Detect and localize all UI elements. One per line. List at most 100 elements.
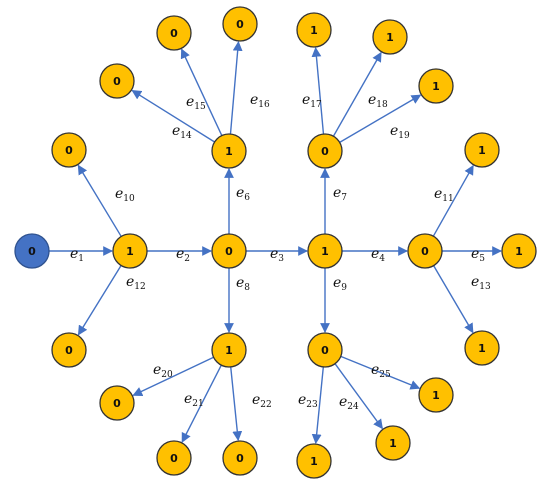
- node-circle: [372, 19, 408, 55]
- edge-label-e12: e12: [126, 274, 146, 292]
- node-value: 1: [432, 80, 440, 93]
- node-n8: 1: [211, 332, 247, 368]
- node-circle: [51, 332, 87, 368]
- edge-label-e19: e19: [390, 123, 410, 141]
- node-circle: [464, 330, 500, 366]
- edge-label-e17: e17: [302, 92, 322, 110]
- edge-label-e3: e3: [270, 246, 284, 264]
- node-value: 0: [113, 75, 121, 88]
- edge-label-e10: e10: [115, 186, 135, 204]
- edge-n1-n12: [77, 265, 122, 336]
- edge-label-e1: e1: [70, 246, 84, 264]
- edge-label-e25: e25: [371, 362, 391, 380]
- node-n2: 0: [211, 233, 247, 269]
- edge-n4-n13: [433, 265, 474, 334]
- edge-n1-n10: [77, 164, 122, 237]
- node-n12: 0: [51, 332, 87, 368]
- edge-label-e11: e11: [434, 186, 454, 204]
- edge-label-e20: e20: [153, 362, 173, 380]
- node-n15: 0: [156, 15, 192, 51]
- edge-n8-n20: [132, 356, 214, 396]
- node-n10: 0: [51, 132, 87, 168]
- node-circle: [99, 63, 135, 99]
- node-value: 1: [389, 437, 397, 450]
- edge-n7-n18: [332, 51, 382, 137]
- node-circle: [51, 132, 87, 168]
- node-n17: 1: [296, 12, 332, 48]
- edge-label-e9: e9: [333, 275, 347, 293]
- edge-label-e16: e16: [250, 92, 270, 110]
- edge-n9-n24: [334, 363, 383, 430]
- edge-n4-n11: [432, 164, 474, 237]
- node-n16: 0: [222, 6, 258, 42]
- node-n13: 1: [464, 330, 500, 366]
- node-circle: [211, 332, 247, 368]
- node-circle: [14, 233, 50, 269]
- node-value: 0: [113, 397, 121, 410]
- node-value: 1: [432, 389, 440, 402]
- node-value: 0: [170, 452, 178, 465]
- node-circle: [211, 233, 247, 269]
- node-circle: [156, 440, 192, 476]
- edge-label-e2: e2: [176, 246, 190, 264]
- node-n21: 0: [156, 440, 192, 476]
- edge-n6-n14: [131, 89, 215, 143]
- edge-label-e14: e14: [172, 123, 192, 141]
- node-circle: [464, 132, 500, 168]
- node-circle: [307, 133, 343, 169]
- node-n7: 0: [307, 133, 343, 169]
- node-value: 1: [321, 245, 329, 258]
- node-circle: [296, 443, 332, 479]
- node-n5: 1: [501, 233, 537, 269]
- node-value: 1: [225, 344, 233, 357]
- edge-label-e21: e21: [184, 391, 204, 409]
- node-n4: 0: [407, 233, 443, 269]
- node-n20: 0: [99, 385, 135, 421]
- node-value: 1: [225, 145, 233, 158]
- edge-n7-n17: [311, 46, 325, 135]
- edge-label-e23: e23: [298, 392, 318, 410]
- edge-label-e5: e5: [471, 246, 485, 264]
- node-n14: 0: [99, 63, 135, 99]
- node-circle: [418, 377, 454, 413]
- node-value: 0: [65, 344, 73, 357]
- node-n11: 1: [464, 132, 500, 168]
- edge-n8-n22: [230, 366, 243, 442]
- edge-label-e22: e22: [252, 392, 272, 410]
- root-node: 0: [14, 233, 50, 269]
- node-n6: 1: [211, 133, 247, 169]
- node-circle: [501, 233, 537, 269]
- node-circle: [418, 68, 454, 104]
- edge-n9-n25: [340, 355, 421, 390]
- node-circle: [307, 332, 343, 368]
- node-circle: [375, 425, 411, 461]
- node-n1: 1: [112, 233, 148, 269]
- edges-layer: [49, 40, 502, 445]
- node-value: 0: [421, 245, 429, 258]
- node-value: 1: [515, 245, 523, 258]
- node-value: 1: [386, 31, 394, 44]
- node-circle: [112, 233, 148, 269]
- node-value: 0: [28, 245, 36, 258]
- edge-n8-n21: [181, 364, 222, 443]
- edge-n7-n19: [339, 94, 422, 144]
- edge-label-e24: e24: [339, 394, 359, 412]
- node-value: 0: [236, 452, 244, 465]
- node-n22: 0: [222, 440, 258, 476]
- edge-label-e6: e6: [236, 185, 250, 203]
- node-value: 0: [65, 144, 73, 157]
- node-value: 0: [170, 27, 178, 40]
- node-circle: [307, 233, 343, 269]
- edge-label-e15: e15: [186, 94, 206, 112]
- edge-label-e7: e7: [333, 185, 347, 203]
- node-value: 1: [478, 342, 486, 355]
- node-n3: 1: [307, 233, 343, 269]
- node-value: 1: [478, 144, 486, 157]
- node-value: 1: [126, 245, 134, 258]
- edge-label-e13: e13: [471, 274, 491, 292]
- node-n24: 1: [375, 425, 411, 461]
- node-value: 1: [310, 24, 318, 37]
